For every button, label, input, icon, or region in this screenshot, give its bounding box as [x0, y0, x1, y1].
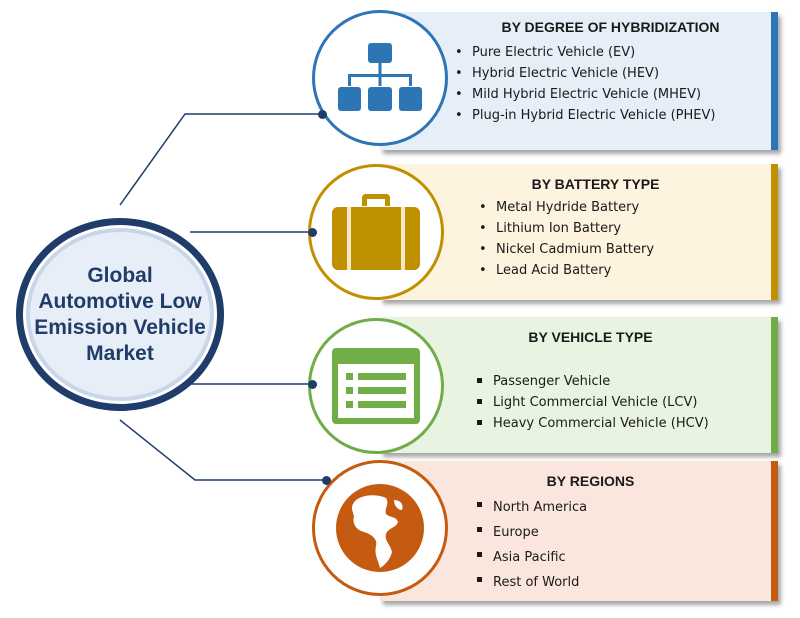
- segment-title: BY DEGREE OF HYBRIDIZATION: [501, 19, 720, 35]
- segment-title: BY REGIONS: [546, 473, 635, 489]
- segment-title: BY VEHICLE TYPE: [528, 329, 653, 345]
- list-item: Mild Hybrid Electric Vehicle (MHEV): [452, 84, 715, 105]
- globe-icon: [336, 484, 424, 572]
- segment-card-regions: BY REGIONS North America Europe Asia Pac…: [380, 461, 778, 601]
- icon-circle-battery: [308, 164, 444, 300]
- icon-circle-vehicle-type: [308, 318, 444, 454]
- list-item: Europe: [473, 520, 587, 545]
- segment-card-vehicle-type: BY VEHICLE TYPE Passenger Vehicle Light …: [380, 317, 778, 453]
- icon-circle-hybridization: [312, 10, 448, 146]
- segment-card-battery: BY BATTERY TYPE Metal Hydride Battery Li…: [380, 164, 778, 300]
- list-item: Passenger Vehicle: [473, 371, 709, 392]
- hierarchy-icon: [338, 43, 422, 111]
- list-item: Hybrid Electric Vehicle (HEV): [452, 63, 715, 84]
- list-item: North America: [473, 495, 587, 520]
- list-item: Nickel Cadmium Battery: [476, 239, 654, 260]
- segment-list: Pure Electric Vehicle (EV) Hybrid Electr…: [452, 42, 715, 126]
- icon-circle-regions: [312, 460, 448, 596]
- connector-dot: [308, 228, 317, 237]
- central-title: Global Automotive Low Emission Vehicle M…: [34, 263, 206, 365]
- list-item: Plug-in Hybrid Electric Vehicle (PHEV): [452, 105, 715, 126]
- list-item: Lithium Ion Battery: [476, 218, 654, 239]
- list-item: Metal Hydride Battery: [476, 197, 654, 218]
- central-hub-circle: Global Automotive Low Emission Vehicle M…: [16, 218, 224, 411]
- list-document-icon: [332, 348, 420, 424]
- segment-list: Passenger Vehicle Light Commercial Vehic…: [473, 371, 709, 434]
- list-item: Lead Acid Battery: [476, 260, 654, 281]
- list-item: Asia Pacific: [473, 545, 587, 570]
- segment-list: Metal Hydride Battery Lithium Ion Batter…: [476, 197, 654, 281]
- connector-dot: [322, 476, 331, 485]
- briefcase-icon: [332, 194, 420, 270]
- list-item: Pure Electric Vehicle (EV): [452, 42, 715, 63]
- segment-list: North America Europe Asia Pacific Rest o…: [473, 495, 587, 595]
- connector-dot: [318, 110, 327, 119]
- list-item: Rest of World: [473, 570, 587, 595]
- connector-dot: [308, 380, 317, 389]
- segment-title: BY BATTERY TYPE: [531, 176, 660, 192]
- list-item: Heavy Commercial Vehicle (HCV): [473, 413, 709, 434]
- list-item: Light Commercial Vehicle (LCV): [473, 392, 709, 413]
